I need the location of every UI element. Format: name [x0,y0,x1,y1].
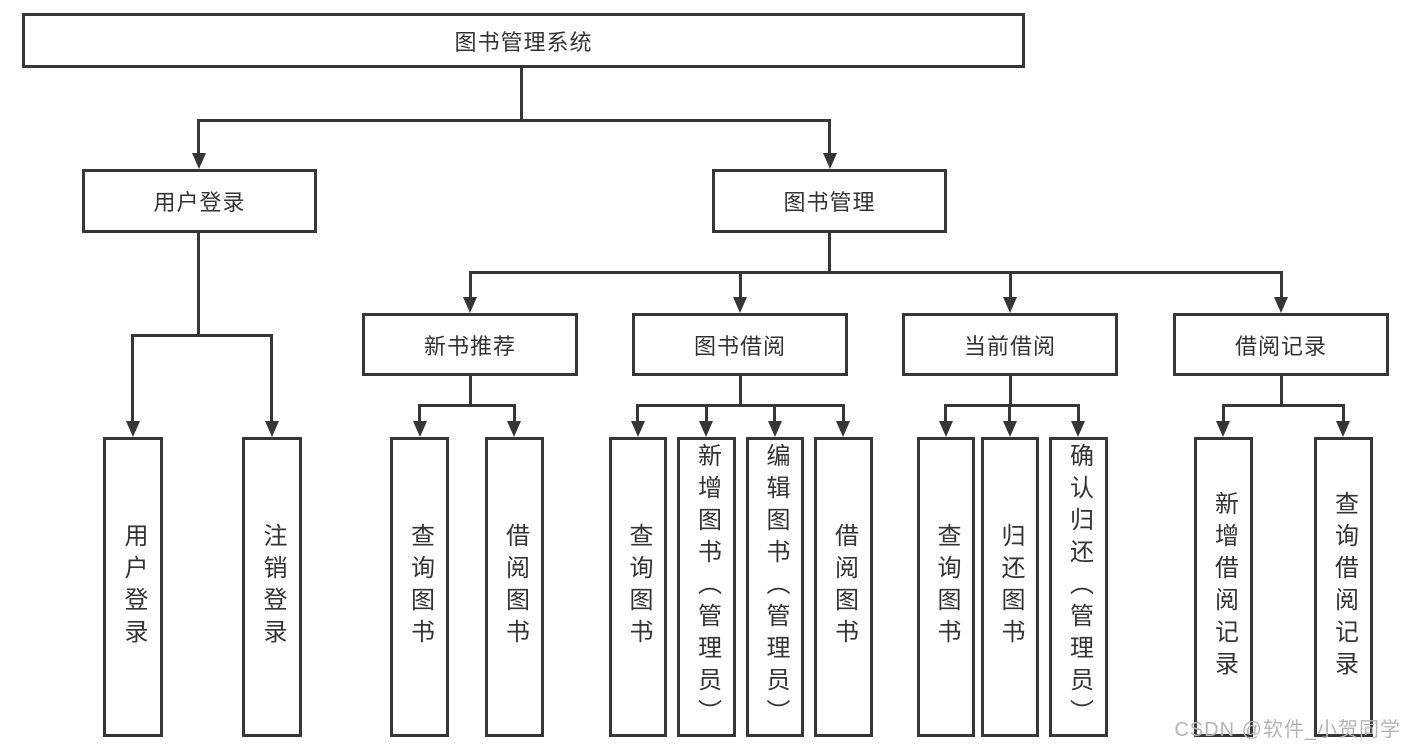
arrow-down-icon [939,421,953,437]
node-user-login: 用户登录 [82,169,317,233]
leaf-return-book: 归还图书 [981,437,1039,737]
arrow-down-icon [1336,421,1350,437]
connector-line [197,119,200,155]
node-new-book-recommend: 新书推荐 [362,313,578,376]
arrow-down-icon [1216,421,1230,437]
connector-line [270,334,273,423]
connector-line [1008,404,1011,423]
arrow-down-icon [836,421,850,437]
arrow-down-icon [1274,297,1288,313]
node-book-borrow: 图书借阅 [632,313,848,376]
arrow-down-icon [265,421,279,437]
connector-line [197,119,831,122]
connector-line [1280,271,1283,299]
arrow-down-icon [192,153,206,169]
connector-line [1222,404,1345,407]
arrow-down-icon [413,421,427,437]
leaf-user-login: 用户登录 [103,437,163,737]
connector-line [418,404,516,407]
leaf-query-borrow-record: 查询借阅记录 [1314,437,1373,737]
connector-line [828,232,831,273]
connector-line [1280,376,1283,407]
node-current-borrow-label: 当前借阅 [963,333,1056,359]
connector-line [1222,404,1225,423]
arrow-down-icon [699,421,713,437]
arrow-down-icon [126,421,140,437]
connector-line [197,232,200,336]
connector-line [1077,404,1080,423]
connector-line [418,404,421,423]
arrow-down-icon [1071,421,1085,437]
leaf-borrow-book: 借阅图书 [814,437,873,737]
node-book-management-label: 图书管理 [783,190,876,215]
arrow-down-icon [1003,421,1017,437]
connector-line [1342,404,1345,423]
node-root: 图书管理系统 [22,13,1025,68]
connector-line [520,68,523,121]
connector-line [828,119,831,155]
arrow-down-icon [768,421,782,437]
arrow-down-icon [463,297,477,313]
node-borrow-records: 借阅记录 [1173,313,1389,376]
node-root-label: 图书管理系统 [454,29,593,55]
leaf-edit-book-admin: 编辑图书（管理员） [746,437,804,737]
connector-line [842,404,845,423]
arrow-down-icon [631,421,645,437]
arrow-down-icon [733,297,747,313]
arrow-down-icon [1003,297,1017,313]
node-book-borrow-label: 图书借阅 [693,333,786,359]
connector-line [469,271,472,299]
node-new-book-recommend-label: 新书推荐 [423,333,516,359]
leaf-query-book-recommend: 查询图书 [390,437,449,737]
leaf-query-book-borrow: 查询图书 [609,437,667,737]
connector-line [1009,376,1012,407]
connector-line [636,404,845,407]
leaf-query-book-current: 查询图书 [917,437,975,737]
leaf-confirm-return-admin: 确认归还（管理员） [1049,437,1108,737]
node-book-management: 图书管理 [712,169,947,233]
csdn-watermark: CSDN @软件_小贺同学 [1174,719,1401,741]
connector-line [469,271,1283,274]
connector-line [944,404,1080,407]
arrow-down-icon [507,421,521,437]
leaf-logout: 注销登录 [242,437,302,737]
connector-line [1009,271,1012,299]
node-borrow-records-label: 借阅记录 [1234,333,1327,359]
connector-line [132,334,273,337]
leaf-add-borrow-record: 新增借阅记录 [1194,437,1253,737]
connector-line [469,376,472,407]
node-current-borrow: 当前借阅 [902,313,1118,376]
node-user-login-label: 用户登录 [153,190,246,215]
connector-line [705,404,708,423]
connector-line [944,404,947,423]
leaf-add-book-admin: 新增图书（管理员） [677,437,736,737]
connector-line [636,404,639,423]
connector-line [131,334,134,423]
connector-line [739,376,742,407]
connector-line [513,404,516,423]
leaf-borrow-book-recommend: 借阅图书 [485,437,544,737]
connector-line [739,271,742,299]
connector-line [773,404,776,423]
arrow-down-icon [823,153,837,169]
